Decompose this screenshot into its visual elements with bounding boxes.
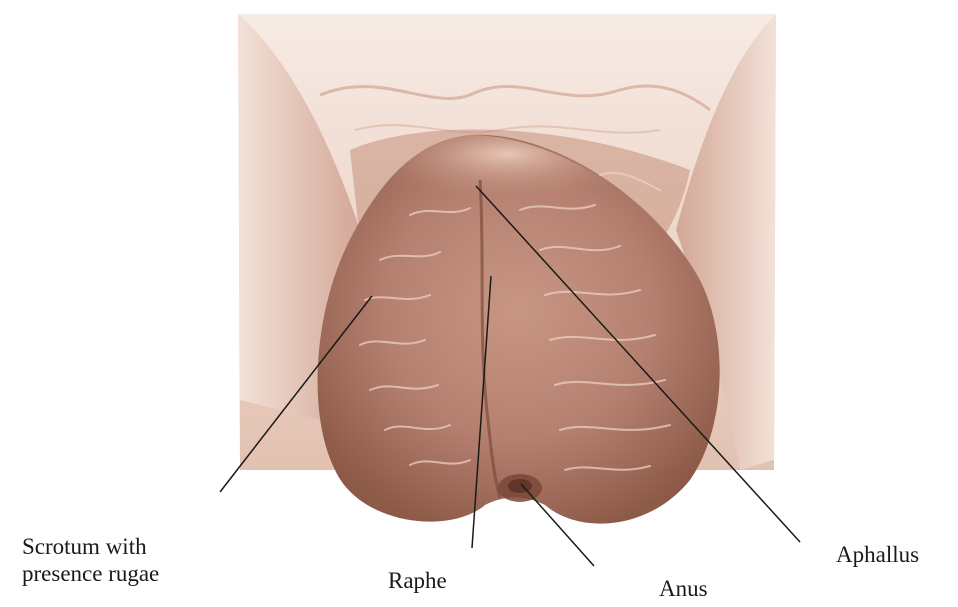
label-anus: Anus	[659, 575, 708, 602]
label-scrotum-line2: presence rugae	[22, 560, 159, 587]
label-aphallus: Aphallus	[836, 541, 919, 568]
label-scrotum-line1: Scrotum with	[22, 533, 159, 560]
label-raphe: Raphe	[388, 567, 447, 594]
label-scrotum: Scrotum with presence rugae	[22, 533, 159, 587]
